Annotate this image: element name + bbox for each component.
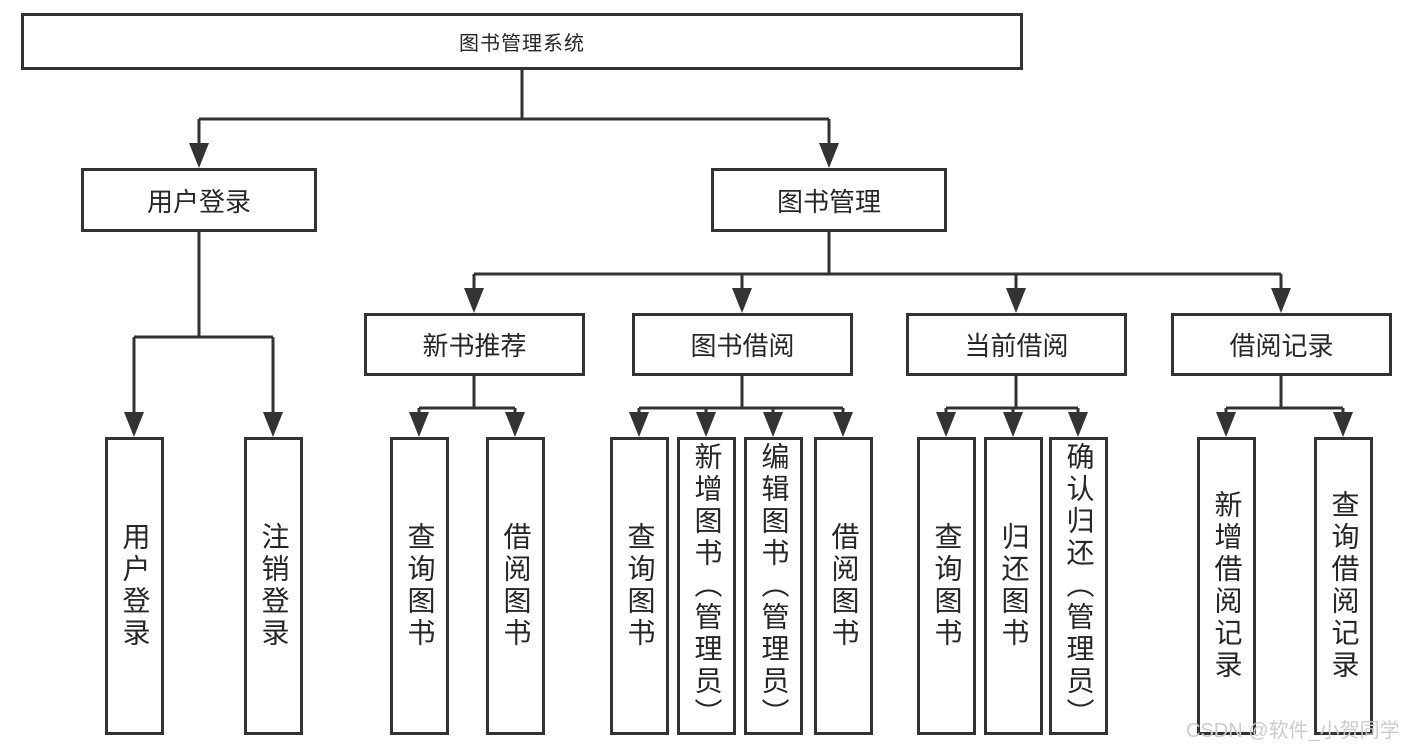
leaf-return-books: 归还图书 xyxy=(984,437,1043,735)
node-current-borrow: 当前借阅 xyxy=(906,313,1127,376)
connector-book-management-branch xyxy=(464,232,1291,313)
node-borrow-records: 借阅记录 xyxy=(1171,313,1392,376)
node-book-management: 图书管理 xyxy=(711,168,947,232)
leaf-confirm-return-admin: 确认归还（管理员） xyxy=(1049,437,1108,735)
arrow-down-icon xyxy=(936,412,956,437)
arrow-down-icon xyxy=(1271,288,1291,313)
arrow-down-icon xyxy=(189,143,209,168)
node-user-login: 用户登录 xyxy=(81,168,317,232)
leaf-label: 新增借阅记录 xyxy=(1211,490,1243,682)
leaf-user-login: 用户登录 xyxy=(105,437,164,735)
leaf-label: 借阅图书 xyxy=(500,522,532,650)
leaf-label: 注销登录 xyxy=(258,522,290,650)
leaf-label: 新增图书（管理员） xyxy=(691,442,723,730)
connector-borrow-records-branch xyxy=(1216,376,1353,437)
connector-book-borrow-branch xyxy=(629,376,853,437)
leaf-borrow-books: 借阅图书 xyxy=(814,437,873,735)
leaf-query-borrow-record: 查询借阅记录 xyxy=(1314,437,1373,735)
arrow-down-icon xyxy=(124,412,144,437)
connector-root-branch xyxy=(189,69,839,168)
leaf-label: 查询借阅记录 xyxy=(1328,490,1360,682)
leaf-query-books-recommend: 查询图书 xyxy=(390,437,449,735)
leaf-query-books-borrow: 查询图书 xyxy=(610,437,669,735)
arrow-down-icon xyxy=(1216,412,1236,437)
arrow-down-icon xyxy=(1006,288,1026,313)
node-book-borrow: 图书借阅 xyxy=(632,313,853,376)
arrow-down-icon xyxy=(1068,412,1088,437)
connector-current-borrow-branch xyxy=(936,376,1088,437)
leaf-label: 用户登录 xyxy=(119,522,151,650)
arrow-down-icon xyxy=(763,412,783,437)
csdn-watermark: CSDN @软件_小贺同学 xyxy=(1186,720,1400,742)
leaf-label: 借阅图书 xyxy=(828,522,860,650)
node-library-system: 图书管理系统 xyxy=(21,13,1023,70)
arrow-down-icon xyxy=(505,412,525,437)
leaf-borrow-books-recommend: 借阅图书 xyxy=(486,437,545,735)
arrow-down-icon xyxy=(732,288,752,313)
node-new-book-recommend: 新书推荐 xyxy=(364,313,585,376)
arrow-down-icon xyxy=(263,412,283,437)
connector-new-book-branch xyxy=(409,376,525,437)
arrow-down-icon xyxy=(696,412,716,437)
leaf-label: 查询图书 xyxy=(404,522,436,650)
leaf-add-borrow-record: 新增借阅记录 xyxy=(1197,437,1256,735)
leaf-edit-books-admin: 编辑图书（管理员） xyxy=(744,437,803,735)
arrow-down-icon xyxy=(1333,412,1353,437)
arrow-down-icon xyxy=(833,412,853,437)
arrow-down-icon xyxy=(409,412,429,437)
arrow-down-icon xyxy=(819,143,839,168)
leaf-label: 确认归还（管理员） xyxy=(1063,442,1095,730)
connector-user-login-branch xyxy=(124,232,283,437)
leaf-label: 编辑图书（管理员） xyxy=(758,442,790,730)
arrow-down-icon xyxy=(629,412,649,437)
leaf-query-books-current: 查询图书 xyxy=(917,437,976,735)
leaf-add-books-admin: 新增图书（管理员） xyxy=(677,437,736,735)
leaf-label: 查询图书 xyxy=(931,522,963,650)
arrow-down-icon xyxy=(464,288,484,313)
leaf-label: 归还图书 xyxy=(998,522,1030,650)
arrow-down-icon xyxy=(1003,412,1023,437)
leaf-logout: 注销登录 xyxy=(244,437,303,735)
leaf-label: 查询图书 xyxy=(624,522,656,650)
